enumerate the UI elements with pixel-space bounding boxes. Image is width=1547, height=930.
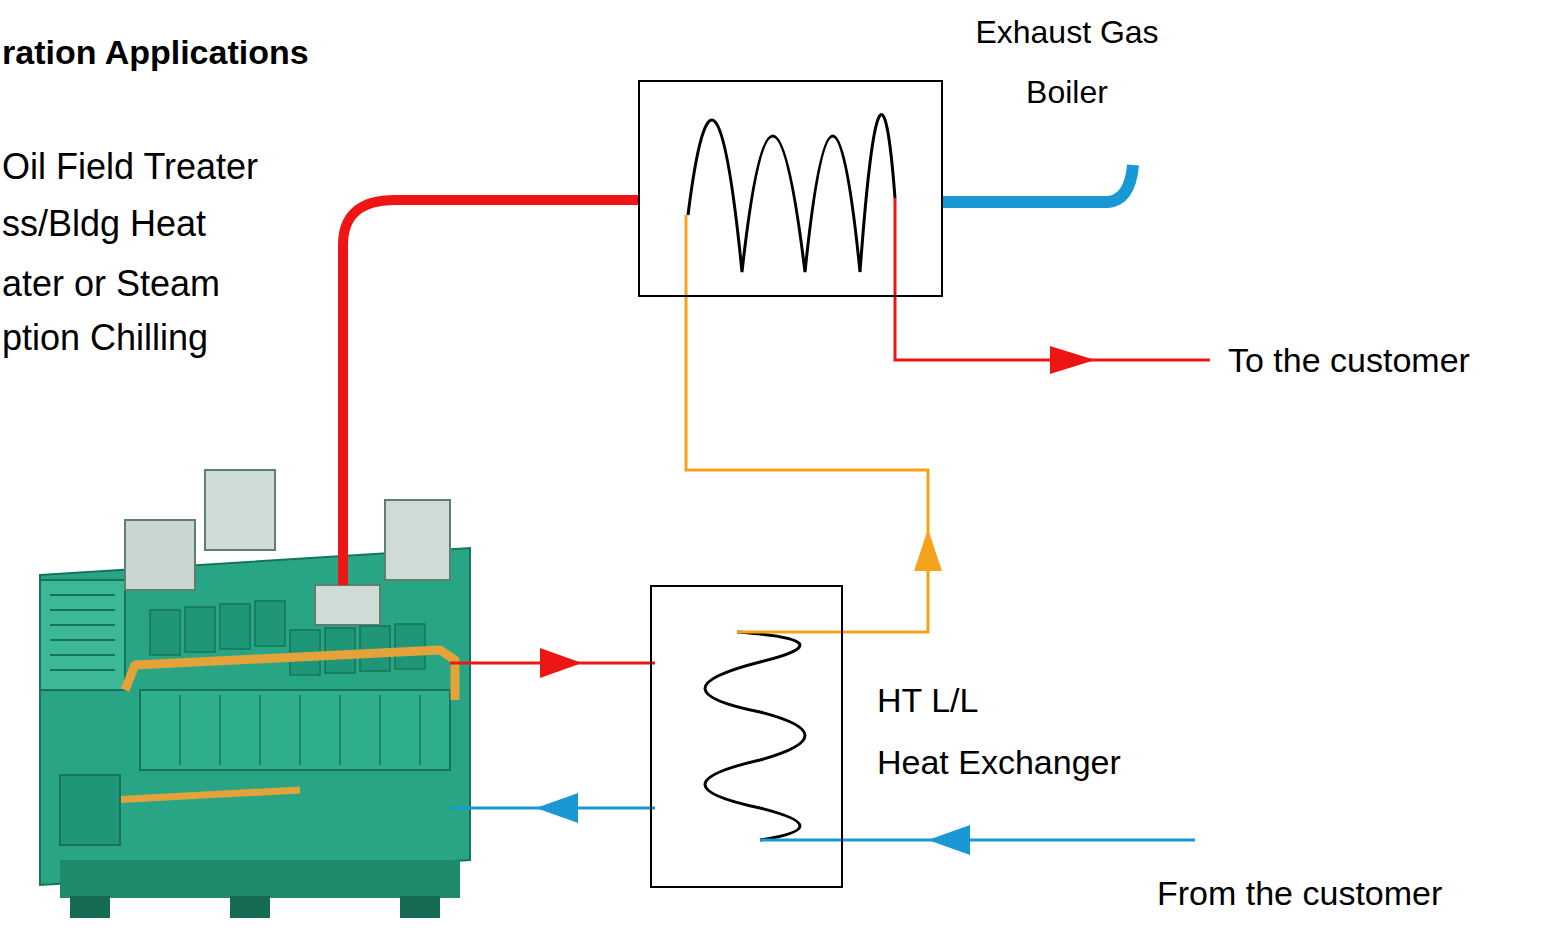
exhaust-pipe [343, 200, 638, 585]
arrowhead [540, 648, 582, 678]
exhaust-outlet [943, 165, 1133, 202]
boiler-box: Exhaust Gas Boiler [638, 80, 943, 297]
application-item: ption Chilling [2, 316, 208, 360]
flow-label: From the customer [1157, 871, 1442, 915]
slide-title: ration Applications [2, 30, 309, 74]
application-item: ater or Steam [2, 262, 220, 306]
application-item: ss/Bldg Heat [2, 202, 206, 246]
node-label: HT L/L [877, 678, 978, 722]
arrowhead [536, 793, 578, 823]
arrowhead [914, 529, 942, 571]
node-label: Heat Exchanger [877, 740, 1121, 784]
engine-illustration [40, 470, 470, 918]
node-label: Exhaust Gas Boiler [947, 2, 1187, 122]
orange-coil-lead [737, 631, 843, 634]
heat-exchanger-box: HT L/LHeat Exchanger [650, 585, 843, 888]
boiler-coil [688, 115, 895, 272]
connector-line [686, 297, 928, 632]
arrowhead [1050, 346, 1095, 374]
exchanger-coil [705, 632, 805, 840]
arrowhead [928, 825, 970, 855]
return-line [760, 839, 1195, 842]
orange-coil-lead [685, 215, 688, 297]
flow-label: To the customer [1228, 338, 1470, 382]
application-item: Oil Field Treater [2, 145, 258, 189]
connector [686, 297, 942, 632]
